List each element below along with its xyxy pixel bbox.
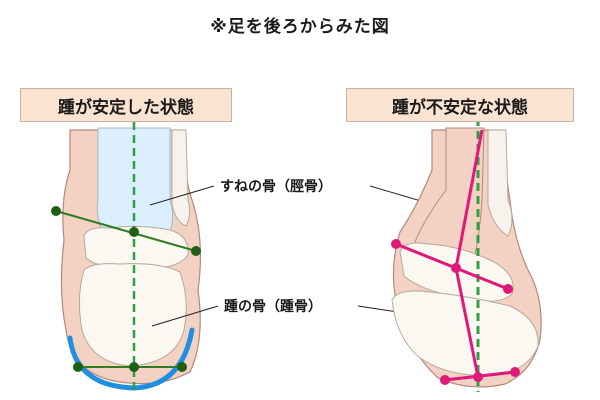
stable-marker-heel-center: [129, 362, 139, 372]
unstable-fibula-bone: [487, 129, 513, 237]
tibia-leader-line: [149, 185, 215, 206]
tibia-label: すねの骨（脛骨）: [220, 179, 332, 195]
unstable-panel-title: 踵が不安定な状態: [346, 88, 574, 122]
calcaneus-label: 踵の骨（踵骨）: [224, 299, 322, 315]
stable-fibula-bone: [171, 129, 191, 227]
unstable-marker-ankle-right: [503, 284, 513, 294]
unstable-marker-ankle-center: [451, 263, 461, 273]
unstable-calcaneus-bone: [391, 290, 539, 377]
stable-marker-heel-right: [177, 362, 187, 372]
calcaneus-leader-line: [151, 305, 219, 327]
unstable-marker-heel-center: [473, 372, 483, 382]
stable-marker-ankle-center: [129, 227, 139, 237]
unstable-marker-heel-left: [440, 375, 450, 385]
stable-panel-title: 踵が安定した状態: [20, 88, 232, 122]
stable-foot-illustration: [51, 122, 201, 392]
unstable-foot-illustration: [391, 118, 542, 392]
unstable-leg-tilt-line: [454, 129, 484, 269]
stable-calcaneus-bone: [78, 263, 187, 367]
figure-caption: ※足を後ろからみた図: [210, 17, 390, 37]
stable-marker-ankle-right: [191, 246, 201, 256]
unstable-marker-ankle-left: [391, 239, 401, 249]
stable-marker-ankle-left: [51, 206, 61, 216]
unstable-heel-axis-line: [454, 267, 480, 378]
stable-ankle-tilt-line: [55, 210, 197, 252]
unstable-marker-heel-right: [510, 367, 520, 377]
stable-marker-heel-left: [73, 362, 83, 372]
